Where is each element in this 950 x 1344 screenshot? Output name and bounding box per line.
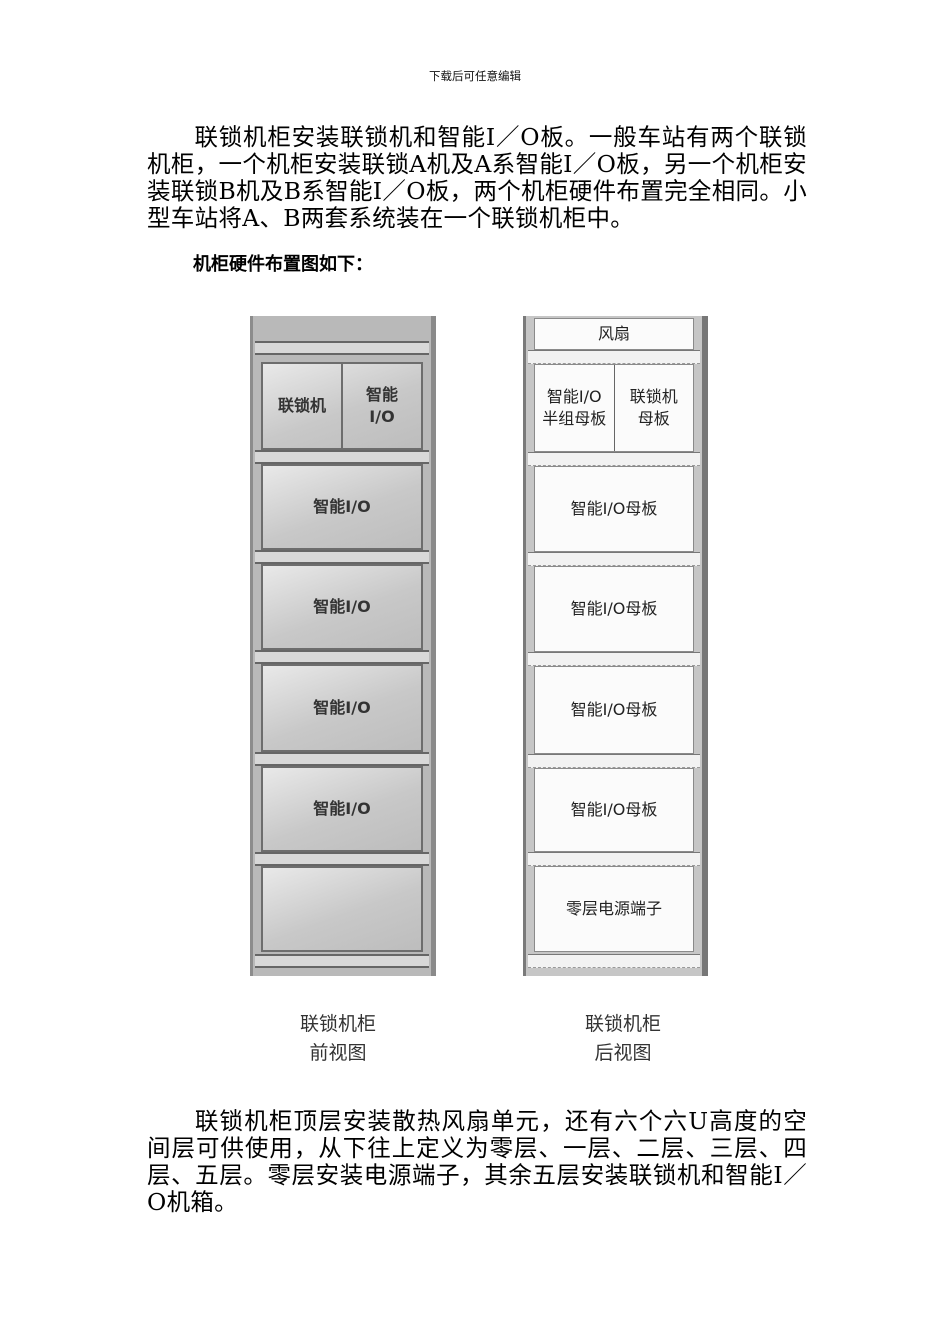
rack-rail [528,552,700,566]
slot-layer-2: 智能I/O母板 [534,666,694,754]
figure-intro: 机柜硬件布置图如下： [193,254,373,275]
slot-layer-1: 智能I/O [261,766,423,852]
rack-rail [255,852,429,866]
slot-layer-4: 智能I/O母板 [534,466,694,552]
rack-rail [255,550,429,564]
slot-layer-5: 智能I/O 半组母板 联锁机 母板 [534,364,694,452]
caption-line: 前视图 [309,1042,367,1064]
rack-rail [528,652,700,666]
fan-unit: 风扇 [534,318,694,350]
interlock-board-label: 联锁机 母板 [613,365,694,451]
rack-rail [528,452,700,466]
back-view-caption: 联锁机柜 后视图 [543,1010,703,1068]
caption-line: 联锁机柜 [299,1013,376,1035]
slot-layer-4: 智能I/O [261,464,423,550]
caption-line: 联锁机柜 [584,1013,661,1035]
paragraph-intro-text: 联锁机柜安装联锁机和智能I／O板。一般车站有两个联锁机柜，一个机柜安装联锁A机及… [147,123,807,232]
smart-io-label: 智能 I/O [341,364,421,448]
front-view-caption: 联锁机柜 前视图 [258,1010,418,1068]
slot-layer-0 [261,866,423,952]
cabinet-back-view: 风扇 智能I/O 半组母板 联锁机 母板 智能I/O母板 智能I/O母板 智能I… [523,316,708,976]
caption-line: 后视图 [594,1042,652,1064]
rack-rail [255,450,429,464]
rack-rail [255,752,429,766]
page-header: 下载后可任意编辑 [429,69,521,83]
slot-layer-1: 智能I/O母板 [534,768,694,852]
rack-rail [528,350,700,364]
rack-rail [255,954,429,968]
slot-layer-3: 智能I/O [261,564,423,650]
paragraph-layers-text: 联锁机柜顶层安装散热风扇单元，还有六个六U高度的空间层可供使用，从下往上定义为零… [147,1107,807,1216]
rack-rail [528,852,700,866]
slot-layer-2: 智能I/O [261,664,423,752]
paragraph-intro: 联锁机柜安装联锁机和智能I／O板。一般车站有两个联锁机柜，一个机柜安装联锁A机及… [147,124,807,232]
slot-layer-0-power-terminal: 零层电源端子 [534,866,694,952]
rack-rail [528,754,700,768]
smart-io-half-board-label: 智能I/O 半组母板 [542,387,607,428]
rack-rail [528,954,700,968]
rack-rail [255,650,429,664]
cabinet-front-view: 联锁机 智能 I/O 智能I/O 智能I/O 智能I/O 智能I/O [250,316,436,976]
rack-rail [255,341,429,355]
paragraph-layers: 联锁机柜顶层安装散热风扇单元，还有六个六U高度的空间层可供使用，从下往上定义为零… [147,1108,807,1216]
slot-layer-5: 联锁机 智能 I/O [261,362,423,450]
slot-layer-3: 智能I/O母板 [534,566,694,652]
interlock-machine-label: 联锁机 [277,396,326,415]
